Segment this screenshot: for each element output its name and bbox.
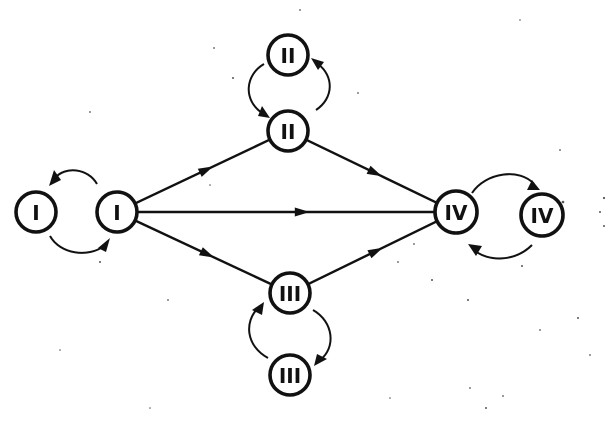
arrow-head-icon [527,180,540,190]
loop-arc-iii-right [312,309,332,361]
node-label: II [281,44,296,68]
loop-arc-ii-left [247,63,265,114]
arrow-head-icon [252,302,264,315]
arrow-head-icon [314,354,327,366]
exchange-loop-iv [468,173,540,260]
arrow-head-icon [311,58,324,70]
loop-arc-iv-top [471,173,535,194]
state-nodes: I I II II III III IV IV [14,33,565,397]
node-label: I [113,201,120,225]
arrow-head-icon [198,247,215,258]
loop-arc-ii-right [315,63,331,111]
node-iv-main: IV [433,189,479,235]
arrow-head-icon [366,165,382,177]
node-label: III [279,364,301,388]
scan-specks [59,9,606,409]
node-iv-right: IV [519,192,565,238]
arrow-head-icon [258,106,270,118]
arrow-head-icon [294,207,310,217]
node-label: I [32,201,39,225]
arrow-head-icon [49,170,61,186]
node-label: IV [531,204,554,228]
node-ii-main: II [266,109,310,153]
arrow-head-icon [468,244,482,256]
loop-arc-iv-bottom [473,244,533,260]
node-label: II [281,120,296,144]
arrow-head-icon [98,238,110,252]
node-i-left: I [14,190,58,234]
node-iii-main: III [268,271,312,315]
exchange-loop-iii [248,302,332,366]
node-iii-bottom: III [268,353,312,397]
exchange-loops [49,58,540,366]
node-i-main: I [95,190,139,234]
node-label: IV [445,201,468,225]
transition-edges [134,138,438,286]
node-ii-top: II [266,33,310,77]
exchange-loop-ii [247,58,331,118]
loop-arc-i-bottom [49,235,105,254]
loop-arc-iii-left [248,307,269,359]
node-label: III [279,282,301,306]
loop-arc-i-top [54,169,98,185]
arrow-head-icon [197,166,214,177]
arrow-head-icon [367,247,383,259]
exchange-loop-i [49,169,110,254]
